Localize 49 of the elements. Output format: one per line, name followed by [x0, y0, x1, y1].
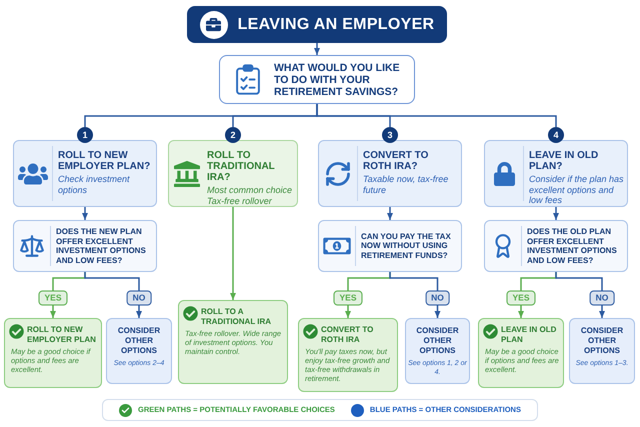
- question-text: WHAT WOULD YOU LIKE TO DO WITH YOUR RETIREMENT SAVINGS?: [274, 62, 401, 98]
- arrow: [314, 43, 320, 55]
- result-heading: CONVERT TO ROTH IRA: [321, 324, 374, 344]
- result-card: [405, 318, 470, 384]
- option-note: Tax-free rollover: [207, 196, 273, 206]
- question-text: CAN YOU PAY THE TAX NOW WITHOUT USING RETIREMENT FUNDS?: [361, 232, 452, 260]
- edge-label: NO: [126, 290, 152, 306]
- result-heading: ROLL TO A TRADITIONAL IRA: [201, 306, 272, 326]
- title-banner: [187, 6, 447, 43]
- edge-label: YES: [334, 290, 362, 306]
- result-card: [478, 318, 564, 388]
- question-card: [318, 220, 462, 272]
- result-heading: LEAVE IN OLD PLAN: [501, 324, 558, 344]
- edge-label: NO: [590, 290, 614, 306]
- question-text: DOES THE NEW PLAN OFFER EXCELLENT INVESTMENT OPTIONS AND LOW FEES?: [56, 227, 147, 265]
- arrow: [553, 207, 559, 220]
- result-card: [178, 300, 288, 384]
- edge-label: YES: [38, 290, 68, 306]
- option-heading: ROLL TO TRADITIONAL IRA?: [207, 150, 276, 183]
- option-heading: ROLL TO NEW EMPLOYER PLAN?: [58, 150, 152, 172]
- step-number: 3: [382, 127, 398, 143]
- result-card: [106, 318, 172, 384]
- result-card: [4, 318, 102, 388]
- option-heading: CONVERT TO ROTH IRA?: [363, 150, 430, 172]
- result-heading: CONSIDER OTHER OPTIONS: [580, 326, 624, 356]
- question-box: [219, 55, 415, 104]
- step-number: 2: [225, 127, 241, 143]
- question-card: [13, 220, 157, 272]
- edge-label: NO: [425, 290, 450, 306]
- arrow: [230, 207, 236, 300]
- connector-line: [316, 104, 557, 127]
- question-card: [484, 220, 628, 272]
- option-note: Most common choice: [207, 185, 294, 196]
- edge-label: YES: [506, 290, 536, 306]
- question-text: DOES THE OLD PLAN OFFER EXCELLENT INVESTMENT OPTIONS AND LOW FEES?: [527, 227, 618, 265]
- result-card: [569, 318, 635, 384]
- step-number: 1: [77, 127, 93, 143]
- step-number: 4: [548, 127, 564, 143]
- result-heading: ROLL TO NEW EMPLOYER PLAN: [27, 324, 97, 344]
- option-heading: LEAVE IN OLD PLAN?: [529, 150, 600, 172]
- option-note: Check investment options: [58, 174, 131, 195]
- option-note: Consider if the plan has excellent options and low fees: [529, 174, 624, 206]
- title-text: LEAVING AN EMPLOYER: [238, 14, 434, 34]
- arrow: [387, 207, 393, 220]
- arrow: [82, 207, 88, 220]
- result-heading: CONSIDER OTHER OPTIONS: [116, 326, 162, 356]
- option-note: Taxable now, tax-free future: [363, 174, 450, 195]
- result-card: [298, 318, 398, 392]
- result-heading: CONSIDER OTHER OPTIONS: [415, 326, 460, 356]
